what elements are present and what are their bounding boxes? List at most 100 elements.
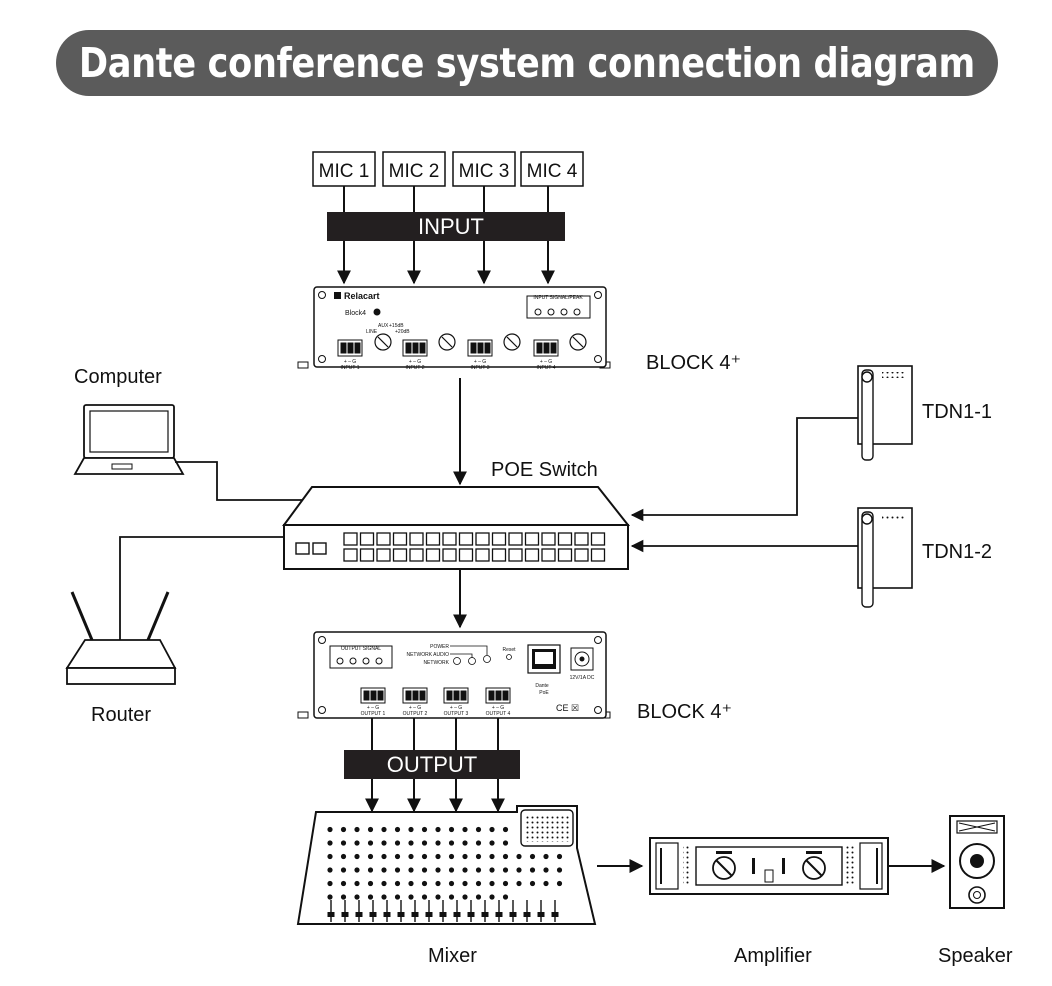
mic-4-label: MIC 4 (527, 161, 578, 182)
fader-knob (383, 912, 391, 917)
switch-port (442, 548, 457, 562)
input-signal-title: INPUT SIGNAL/PEAK (533, 295, 583, 301)
output-connectors (360, 687, 511, 704)
switch-port (425, 532, 441, 546)
fader-knob (327, 912, 335, 917)
switch-port (409, 548, 424, 562)
knob-plus-label: +15dB (389, 323, 404, 329)
output-2-label: OUTPUT 2 (403, 711, 428, 717)
switch-port (376, 548, 391, 562)
mic-4-box: MIC 4 (520, 151, 584, 187)
switch-label: POE Switch (491, 459, 598, 481)
input-4-label: INPUT 4 (536, 365, 555, 371)
switch-port (557, 548, 573, 562)
input-1-pins: + – G (344, 359, 356, 365)
output-signal-title: OUTPUT SIGNAL (341, 646, 381, 652)
fader-knob (397, 912, 405, 917)
output-3-pins: + – G (450, 705, 462, 711)
switch-port (491, 532, 507, 546)
amplifier-device (649, 837, 889, 895)
switch-port (376, 532, 391, 546)
fader-knob (355, 912, 363, 917)
output-4-label: OUTPUT 4 (486, 711, 511, 717)
knob-line-label: LINE (366, 329, 378, 335)
switch-port (458, 532, 474, 546)
output-block-device: OUTPUT SIGNAL POWER NETWORK AUDIO NETWOR… (297, 631, 611, 719)
switch-port (491, 548, 507, 562)
knob-minus-label: +20dB (395, 329, 410, 335)
amplifier-label: Amplifier (734, 945, 812, 967)
fader-knob (523, 912, 531, 917)
input-3-label: INPUT 3 (470, 365, 489, 371)
router-device (65, 591, 177, 685)
fader-knob (453, 912, 461, 917)
switch-port (590, 532, 606, 546)
computer-device (73, 404, 185, 475)
input-brand: Relacart (344, 291, 380, 301)
mixer-faders (327, 900, 559, 922)
output-bar: OUTPUT (344, 750, 520, 779)
router-label: Router (91, 704, 151, 726)
switch-port (541, 548, 556, 562)
input-4-pins: + – G (540, 359, 552, 365)
diagram-title: Dante conference system connection diagr… (79, 39, 975, 87)
speaker-device (949, 815, 1005, 909)
mic-3-box: MIC 3 (452, 151, 516, 187)
tdn1-1-device (857, 365, 913, 461)
poe-switch-device (282, 486, 631, 570)
switch-port (442, 532, 457, 546)
tdn1-2-device (857, 507, 913, 608)
status-leds (450, 645, 512, 665)
input-1-label: INPUT 1 (340, 365, 359, 371)
fader-knob (537, 912, 545, 917)
dc-label: 12V/1A DC (570, 675, 595, 681)
computer-cable (175, 461, 312, 501)
switch-port (458, 548, 474, 562)
switch-port (508, 548, 523, 562)
fader-knob (411, 912, 419, 917)
poe-label: PoE (539, 690, 549, 696)
mixer-label: Mixer (428, 945, 477, 967)
computer-label: Computer (74, 366, 162, 388)
output-4-pins: + – G (492, 705, 504, 711)
ce-mark: CE ☒ (556, 703, 579, 713)
switch-port (557, 532, 573, 546)
speaker-label: Speaker (938, 945, 1013, 967)
dc-jack-icon (570, 647, 594, 671)
switch-port (508, 532, 523, 546)
mic-3-label: MIC 3 (459, 161, 510, 182)
switch-port (343, 532, 358, 546)
output-1-pins: + – G (367, 705, 379, 711)
input-connectors (337, 339, 559, 357)
input-model: Block4 (345, 310, 366, 317)
switch-port (409, 532, 424, 546)
fader-knob (509, 912, 517, 917)
switch-port (392, 548, 408, 562)
input-signal-leds (534, 308, 581, 316)
dante-label: Dante (535, 683, 549, 689)
reset-label: Reset (502, 647, 516, 653)
title-banner: Dante conference system connection diagr… (56, 30, 998, 96)
input-bar-label: INPUT (418, 214, 484, 239)
tdn1-2-label: TDN1-2 (922, 541, 992, 563)
switch-port (359, 532, 375, 546)
fader-knob (467, 912, 475, 917)
input-3-pins: + – G (474, 359, 486, 365)
input-block-device: Relacart Block4 INPUT SIGNAL/PEAK AUX +1… (297, 286, 611, 371)
switch-port (590, 548, 606, 562)
input-bar: INPUT (327, 212, 565, 241)
input-gain-knobs (374, 333, 587, 351)
output-signal-leds (336, 657, 383, 665)
relacart-logo-icon (334, 292, 341, 299)
fader-knob (495, 912, 503, 917)
mic-group: MIC 1 MIC 2 MIC 3 MIC 4 (312, 151, 584, 187)
switch-port (359, 548, 375, 562)
fader-knob (425, 912, 433, 917)
switch-ports (343, 532, 606, 562)
output-bar-label: OUTPUT (387, 752, 477, 777)
router-cable (119, 536, 284, 640)
fader-knob (481, 912, 489, 917)
fader-knob (439, 912, 447, 917)
